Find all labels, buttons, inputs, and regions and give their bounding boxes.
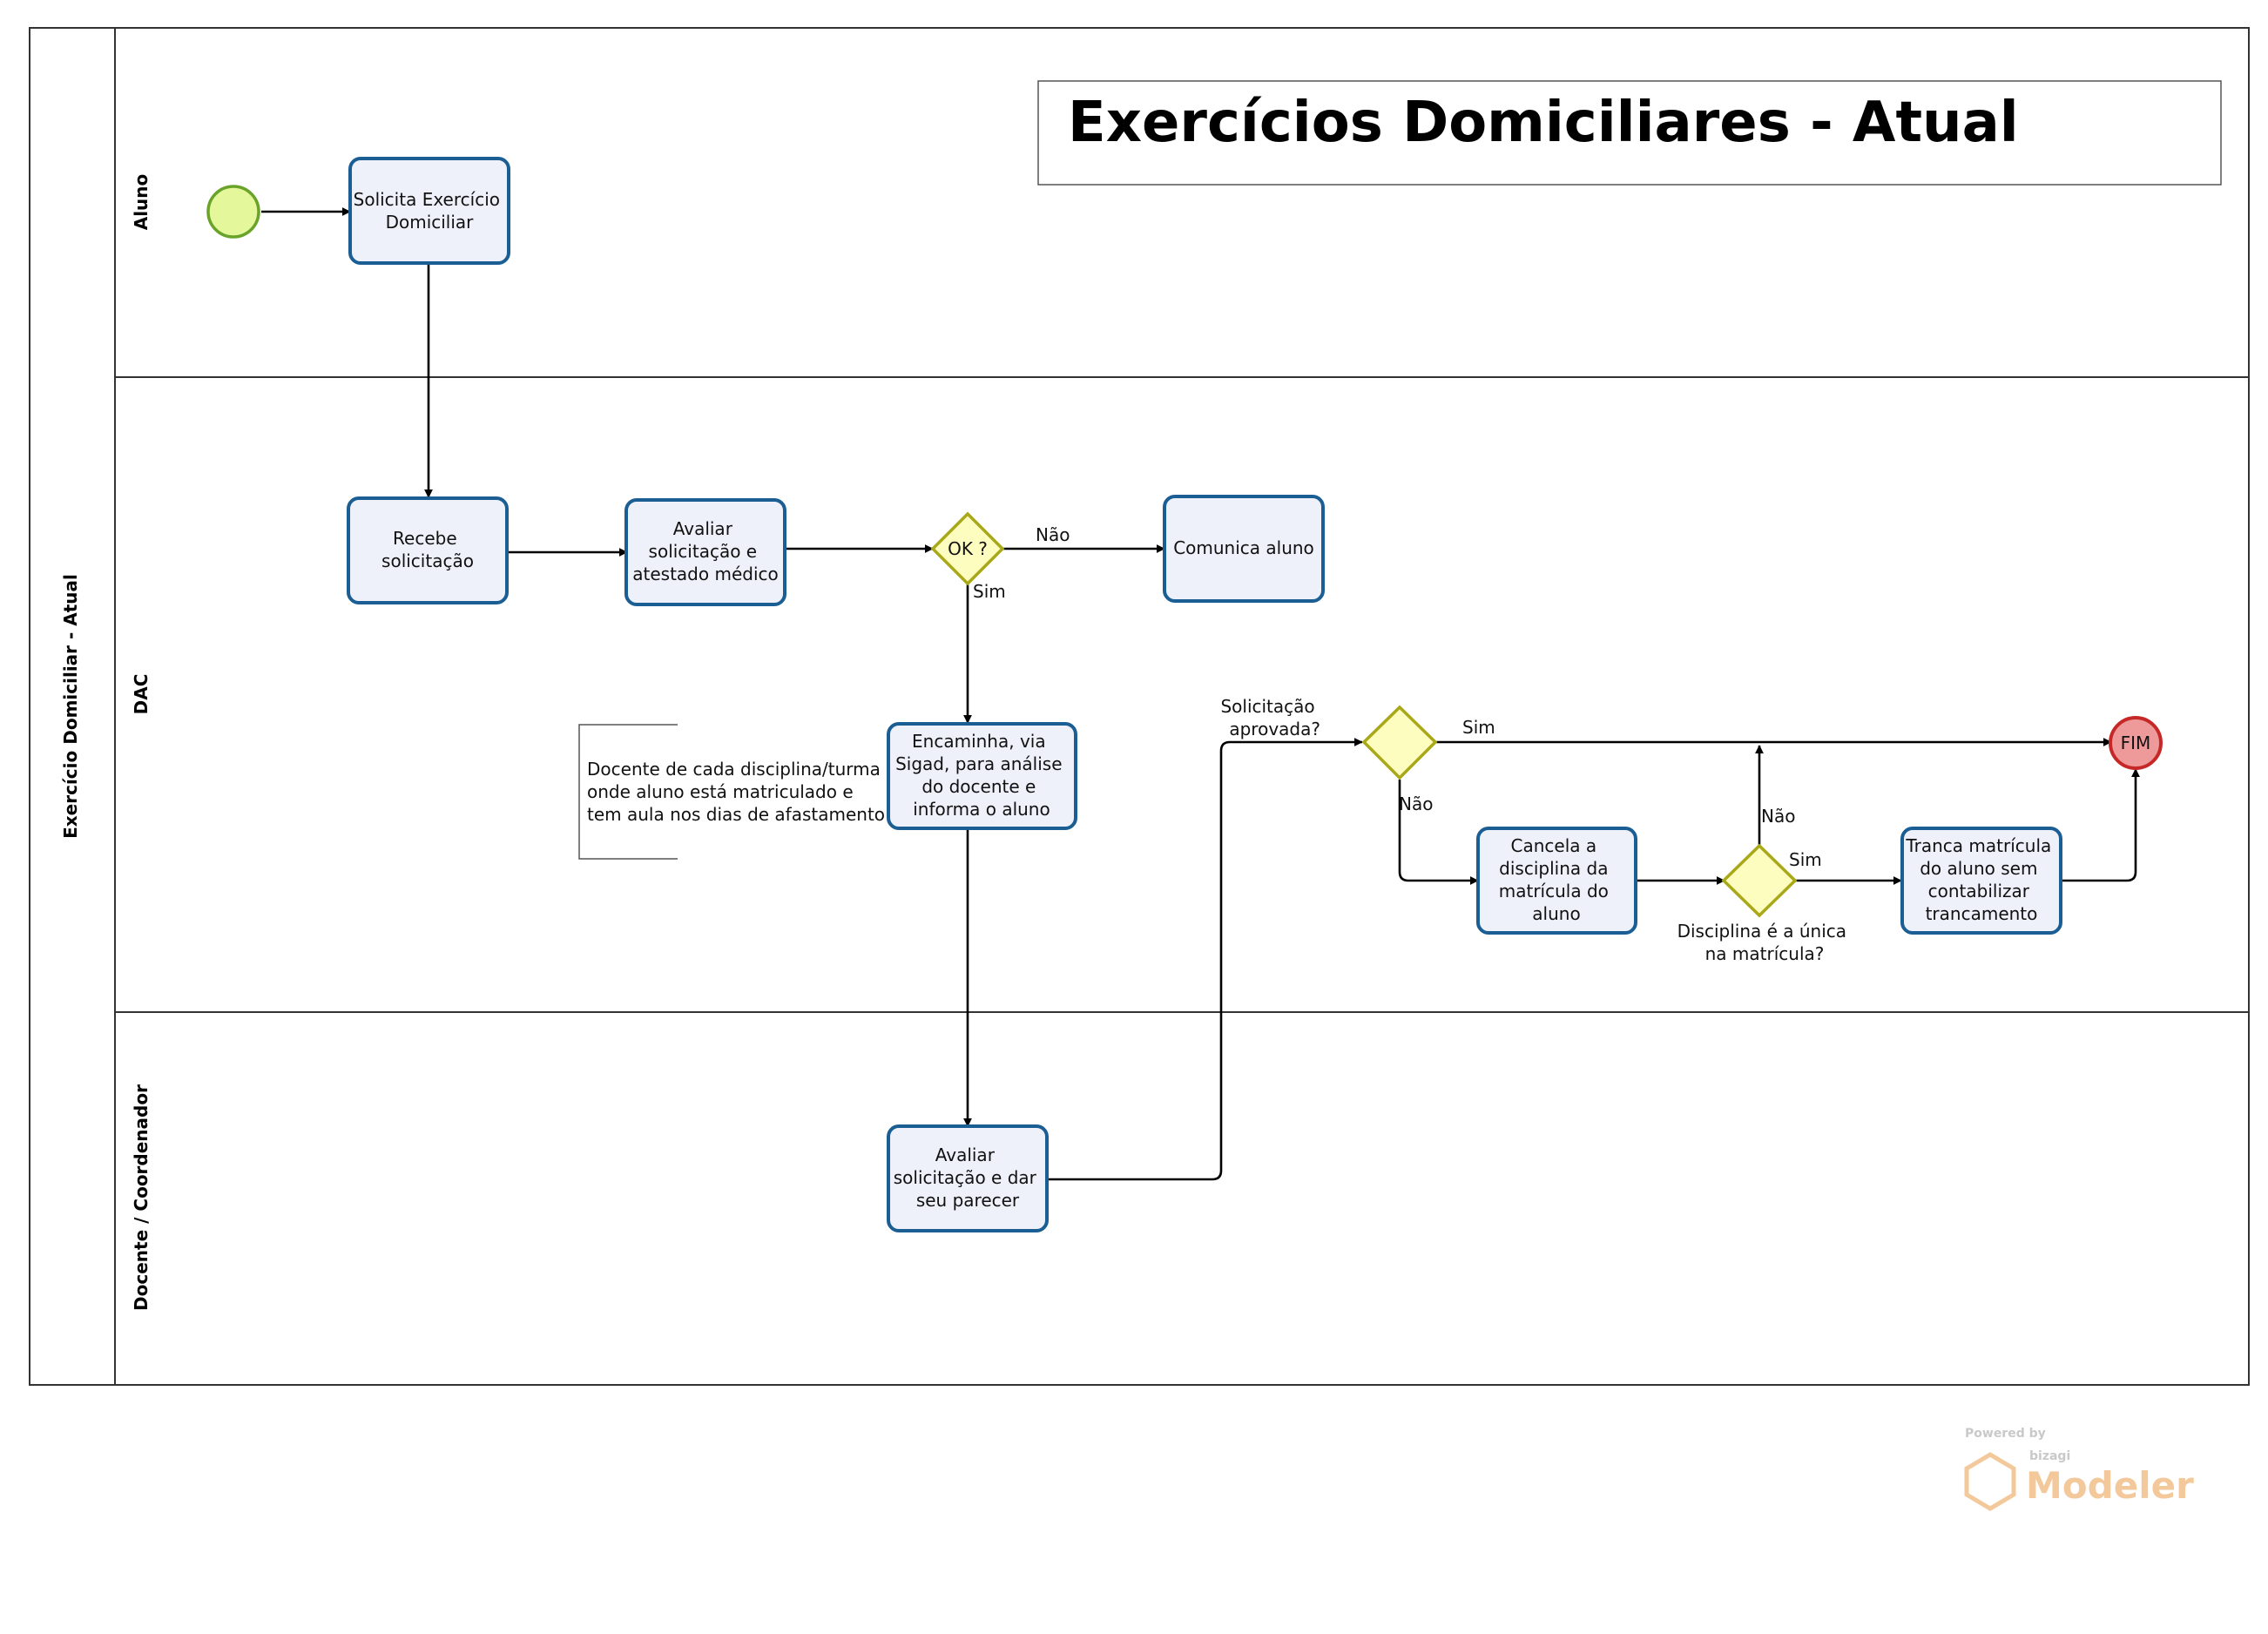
task-cancela-line-2: disciplina da — [1499, 858, 1608, 879]
svg-text:Solicita Exercício Domic: Solicita Exercício Domiciliar — [354, 189, 506, 233]
task-comunica[interactable]: Comunica aluno — [1163, 495, 1325, 603]
svg-text:Disciplina é a única na: Disciplina é a única na matrícula? — [1677, 921, 1853, 964]
task-cancela[interactable]: Cancela a disciplina da matrícula do alu… — [1476, 827, 1637, 935]
svg-text:Cancela a disciplina da: Cancela a disciplina da matrícula do alu… — [1499, 835, 1615, 924]
bizagi-watermark: Powered by bizagi Modeler — [1964, 1427, 2194, 1511]
flow-label-sim-aprovada: Sim — [1462, 717, 1495, 738]
task-avaliar-atestado-line-3: atestado médico — [632, 564, 778, 584]
flow-tranca-to-fim — [2061, 768, 2140, 882]
start-event[interactable] — [206, 185, 260, 239]
task-avaliar-parecer[interactable]: Avaliar solicitação e dar seu parecer — [887, 1124, 1049, 1232]
flow-aprovada-to-cancela — [1398, 780, 1479, 885]
gateway-ok[interactable]: OK ? — [930, 511, 1005, 586]
watermark-powered: Powered by — [1965, 1427, 2046, 1441]
task-comunica-line-1: Comunica aluno — [1173, 537, 1314, 558]
task-avaliar-parecer-line-2: solicitação e dar — [894, 1167, 1037, 1188]
task-recebe[interactable]: Recebe solicitação — [347, 496, 509, 604]
pool: Exercício Domiciliar - Atual — [29, 27, 2250, 1386]
annotation-line-1: Docente de cada disciplina/turma — [587, 759, 881, 780]
task-tranca-line-3: contabilizar — [1928, 881, 2030, 901]
lane-dac: DAC — [131, 674, 152, 715]
bizagi-logo-icon — [1964, 1452, 2016, 1511]
end-event-label: FIM — [2121, 733, 2151, 753]
task-encaminha-line-2: Sigad, para análise — [895, 753, 1062, 774]
task-tranca-line-4: trancamento — [1926, 903, 2038, 924]
annotation-line-2: onde aluno está matriculado e — [587, 781, 854, 802]
task-encaminha-line-3: do docente e — [921, 776, 1036, 797]
flow-label-sim-ok: Sim — [973, 581, 1006, 602]
gateway-unica-label-2: na matrícula? — [1705, 943, 1825, 964]
svg-text:Avaliar solicitação e: Avaliar solicitação e atestado médico — [632, 518, 778, 584]
flow-label-sim-unica: Sim — [1789, 849, 1822, 870]
flow-label-nao-aprovada: Não — [1399, 793, 1433, 814]
task-cancela-line-1: Cancela a — [1511, 835, 1597, 856]
task-tranca-line-2: do aluno sem — [1920, 858, 2037, 879]
title-box: Exercícios Domiciliares - Atual — [1037, 80, 2222, 186]
task-solicita[interactable]: Solicita Exercício Domiciliar — [348, 157, 510, 265]
task-avaliar-atestado-line-1: Avaliar — [673, 518, 733, 539]
svg-text:Encaminha, via Sigad, pa: Encaminha, via Sigad, para análise do do… — [895, 731, 1068, 820]
end-event[interactable]: FIM — [2109, 716, 2163, 770]
svg-text:Avaliar solicitação e da: Avaliar solicitação e dar seu parecer — [894, 1144, 1042, 1211]
gateway-unica[interactable]: Disciplina é a única na matrícula? — [1677, 843, 1853, 964]
text-annotation: Docente de cada disciplina/turma onde al… — [578, 724, 886, 860]
task-tranca-line-1: Tranca matrícula — [1905, 835, 2051, 856]
lane-aluno: Aluno — [131, 174, 152, 231]
annotation-line-3: tem aula nos dias de afastamento — [587, 804, 885, 825]
task-cancela-line-4: aluno — [1532, 903, 1580, 924]
task-avaliar-atestado[interactable]: Avaliar solicitação e atestado médico — [624, 498, 786, 606]
task-recebe-line-2: solicitação — [381, 550, 474, 571]
task-encaminha-line-4: informa o aluno — [913, 799, 1050, 820]
task-tranca[interactable]: Tranca matrícula do aluno sem contabiliz… — [1900, 827, 2062, 935]
watermark-product: Modeler — [2026, 1464, 2194, 1507]
task-solicita-line-2: Domiciliar — [386, 212, 475, 233]
task-recebe-line-1: Recebe — [393, 528, 457, 549]
flow-label-nao-unica: Não — [1761, 806, 1795, 827]
lane-docente: Docente / Coordenador — [131, 1084, 152, 1311]
task-avaliar-atestado-line-2: solicitação e — [649, 541, 758, 562]
svg-text:Comunica aluno: Comunica aluno — [1173, 537, 1314, 558]
diagram-title: Exercícios Domiciliares - Atual — [1068, 91, 2019, 155]
gateway-aprovada-label-2: aprovada? — [1229, 719, 1320, 739]
task-encaminha-line-1: Encaminha, via — [912, 731, 1046, 752]
watermark-brand: bizagi — [2029, 1449, 2070, 1463]
gateway-aprovada[interactable]: Solicitação aprovada? — [1220, 696, 1438, 780]
flow-parecer-to-aprovada — [1047, 738, 1363, 1181]
pool-label: Exercício Domiciliar - Atual — [60, 574, 81, 839]
task-encaminha[interactable]: Encaminha, via Sigad, para análise do do… — [887, 722, 1077, 830]
flow-label-nao-ok: Não — [1036, 524, 1070, 545]
svg-text:Tranca matrícula do alun: Tranca matrícula do aluno sem contabiliz… — [1905, 835, 2056, 924]
task-avaliar-parecer-line-1: Avaliar — [935, 1144, 996, 1165]
task-cancela-line-3: matrícula do — [1499, 881, 1609, 901]
lane-label-docente: Docente / Coordenador — [131, 1084, 152, 1311]
lane-label-dac: DAC — [131, 674, 152, 715]
task-solicita-line-1: Solicita Exercício — [354, 189, 500, 210]
svg-text:Docente de cada disciplina/tur: Docente de cada disciplina/turma onde al… — [587, 759, 886, 825]
svg-text:Solicitação aprovada?: Solicitação aprovada? — [1220, 696, 1320, 739]
gateway-aprovada-label-1: Solicitação — [1220, 696, 1314, 717]
gateway-ok-label: OK ? — [948, 538, 988, 559]
sequence-flows — [261, 207, 2140, 1181]
svg-text:Recebe solicitação: Recebe solicitação — [381, 528, 474, 571]
gateway-unica-label-1: Disciplina é a única — [1677, 921, 1846, 942]
task-avaliar-parecer-line-3: seu parecer — [916, 1190, 1020, 1211]
lane-label-aluno: Aluno — [131, 174, 152, 231]
